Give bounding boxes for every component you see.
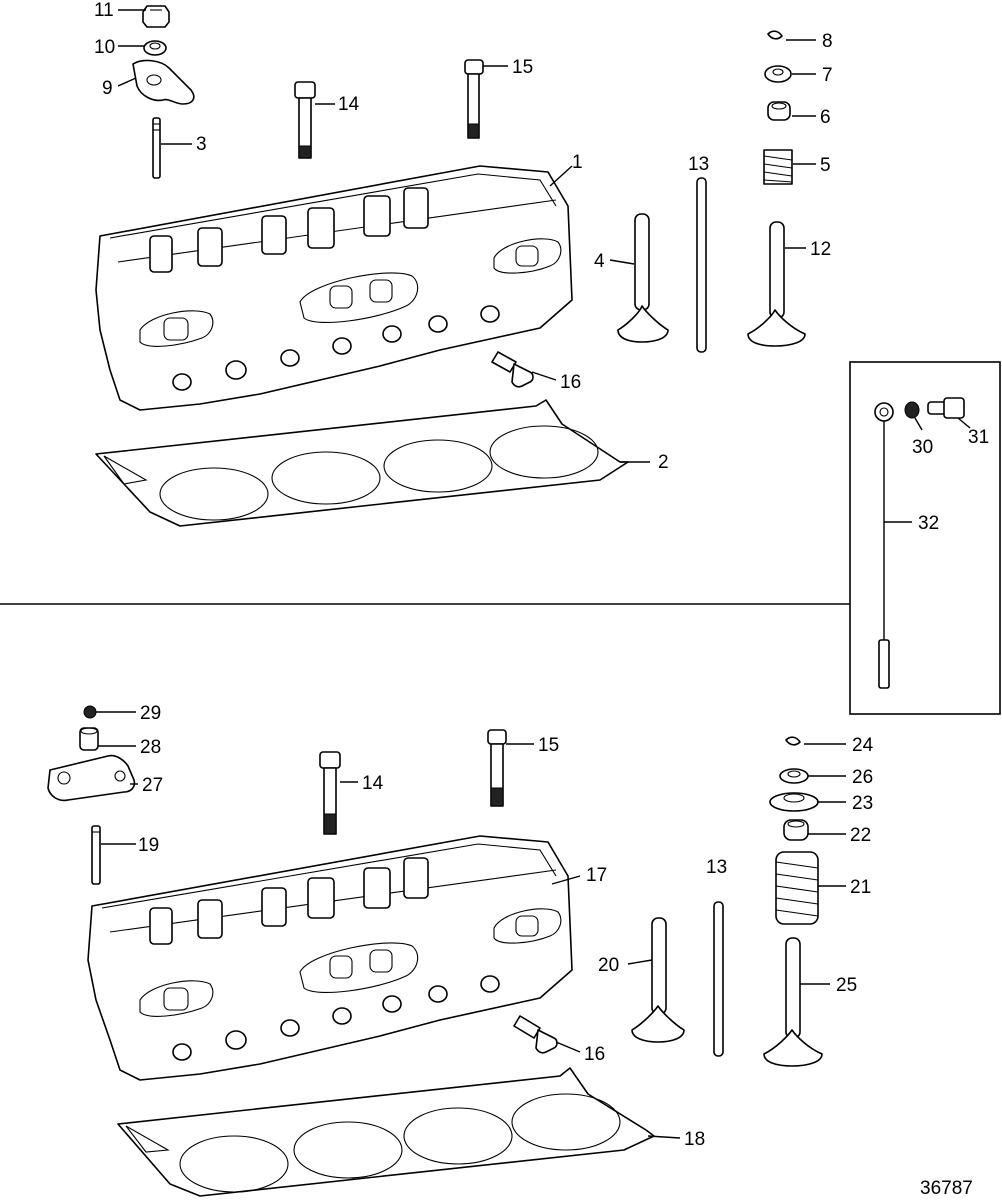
part-ball-nut-10 [118, 40, 167, 56]
part-intake-valve-25 [763, 937, 830, 1067]
callout-28: 28 [140, 737, 161, 758]
part-intake-valve-12 [747, 221, 806, 347]
callout-17: 17 [586, 865, 607, 886]
callout-4: 4 [594, 251, 605, 272]
reference-number: 36787 [920, 1178, 973, 1199]
callout-15: 15 [512, 57, 533, 78]
part-rocker-arm-27 [47, 754, 138, 802]
inset-frame [849, 361, 1001, 715]
part-valve-spring-21 [775, 851, 846, 925]
callout-3: 3 [196, 134, 207, 155]
callout-16: 16 [560, 372, 581, 393]
callout-30: 30 [912, 437, 933, 458]
part-valve-seal-22 [783, 819, 846, 841]
callout-22: 22 [850, 825, 871, 846]
callout-23: 23 [852, 793, 873, 814]
part-head-gasket-18 [117, 1067, 681, 1197]
part-cylinder-head-17 [87, 835, 581, 1081]
part-nut-29 [83, 705, 136, 719]
callout-5: 5 [820, 155, 831, 176]
part-stud-3 [152, 117, 192, 179]
part-bolt-14 [294, 81, 335, 159]
lower-assembly [47, 705, 846, 1197]
callout-11: 11 [94, 0, 114, 21]
callout-29: 29 [140, 703, 161, 724]
callout-19: 19 [138, 835, 159, 856]
callout-14-lower: 14 [362, 773, 384, 794]
callouts-lower: 29 28 27 19 14 15 24 26 23 22 21 17 13 2… [138, 703, 874, 1150]
callout-14: 14 [338, 94, 360, 115]
callout-16-lower: 16 [584, 1044, 605, 1065]
callouts-upper: 11 10 9 3 14 15 1 13 8 7 6 5 4 12 16 2 [94, 0, 833, 473]
callout-1: 1 [572, 152, 583, 173]
part-valve-keys-24 [785, 736, 846, 746]
part-valve-seal-6 [767, 101, 816, 121]
callout-20: 20 [598, 955, 619, 976]
part-nut-11 [118, 5, 170, 28]
part-retainer-26 [779, 768, 846, 784]
callout-32: 32 [918, 513, 939, 534]
part-stud-19 [91, 825, 136, 885]
upper-assembly [95, 5, 816, 527]
part-exhaust-valve-20 [627, 917, 685, 1043]
part-bolt-15 [464, 59, 508, 139]
part-valve-spring-5 [763, 149, 816, 185]
callout-13-lower: 13 [706, 857, 727, 878]
part-bolt-16 [491, 351, 557, 388]
part-bolt-14-lower [319, 751, 358, 835]
callout-2: 2 [658, 452, 669, 473]
callout-26: 26 [852, 767, 873, 788]
part-retainer-7 [764, 65, 816, 83]
part-pivot-28 [79, 727, 136, 751]
part-bolt-16-lower [513, 1015, 581, 1054]
inset-sensor-assembly [874, 397, 971, 689]
part-pushrod-13 [696, 177, 707, 353]
part-rotator-23 [769, 792, 846, 812]
callouts-inset: 30 31 32 [912, 427, 989, 534]
part-bolt-15-lower [487, 729, 534, 807]
part-exhaust-valve-4 [609, 213, 669, 343]
callout-31: 31 [968, 427, 989, 448]
callout-15-lower: 15 [538, 735, 559, 756]
part-cylinder-head-1 [95, 165, 573, 411]
part-valve-keys-8 [767, 30, 816, 41]
callout-10: 10 [94, 37, 115, 58]
callout-18: 18 [684, 1129, 705, 1150]
callout-21: 21 [850, 877, 871, 898]
callout-24: 24 [852, 735, 874, 756]
part-rocker-arm-9 [117, 59, 195, 105]
callout-6: 6 [820, 107, 831, 128]
callout-12: 12 [810, 239, 831, 260]
callout-25: 25 [836, 975, 857, 996]
callout-13: 13 [688, 154, 709, 175]
callout-8: 8 [822, 31, 833, 52]
callout-27: 27 [142, 775, 163, 796]
part-head-gasket-2 [95, 399, 650, 527]
callout-9: 9 [102, 78, 113, 99]
callout-7: 7 [822, 65, 833, 86]
part-pushrod-13-lower [713, 901, 724, 1057]
